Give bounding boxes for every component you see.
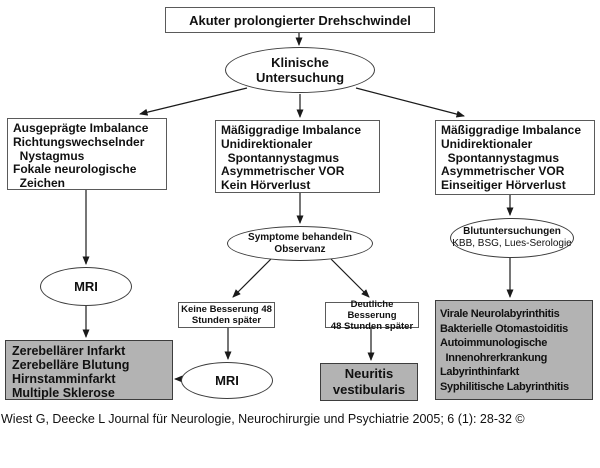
criteria-left-box: Ausgeprägte Imbalance Richtungswechselnd… bbox=[7, 118, 167, 190]
mri-left-ellipse: MRI bbox=[40, 267, 132, 306]
blood-tests-detail: KBB, BSG, Lues-Serologie bbox=[452, 238, 572, 249]
improvement-box: Deutliche Besserung 48 Stunden später bbox=[325, 299, 419, 332]
arrow-clinical-to-right bbox=[355, 87, 465, 118]
criteria-middle-box: Mäßiggradige Imbalance Unidirektionaler … bbox=[215, 120, 380, 193]
neuritis-vestibularis-box: Neuritis vestibularis bbox=[320, 363, 418, 401]
arrow-clinical-to-left bbox=[139, 87, 248, 116]
title-box: Akuter prolongierter Drehschwindel bbox=[165, 7, 435, 33]
no-improvement-box: Keine Besserung 48 Stunden später bbox=[178, 302, 275, 328]
criteria-right-box: Mäßiggradige Imbalance Unidirektionaler … bbox=[435, 120, 595, 195]
citation-text: Wiest G, Deecke L Journal für Neurologie… bbox=[1, 412, 525, 426]
labyrinth-causes-box: Virale Neurolabyrinthitis Bakterielle Ot… bbox=[435, 300, 593, 400]
arrow-observe-to-improvement bbox=[330, 258, 370, 298]
central-causes-box: Zerebellärer Infarkt Zerebelläre Blutung… bbox=[5, 340, 173, 400]
mri-middle-ellipse: MRI bbox=[181, 362, 273, 399]
treat-observe-ellipse: Symptome behandeln Observanz bbox=[227, 226, 373, 261]
arrow-observe-to-no-improvement bbox=[232, 258, 272, 298]
blood-tests-ellipse: Blutuntersuchungen KBB, BSG, Lues-Serolo… bbox=[450, 218, 574, 258]
clinical-exam-ellipse: Klinische Untersuchung bbox=[225, 47, 375, 93]
blood-tests-title: Blutuntersuchungen bbox=[463, 226, 561, 237]
